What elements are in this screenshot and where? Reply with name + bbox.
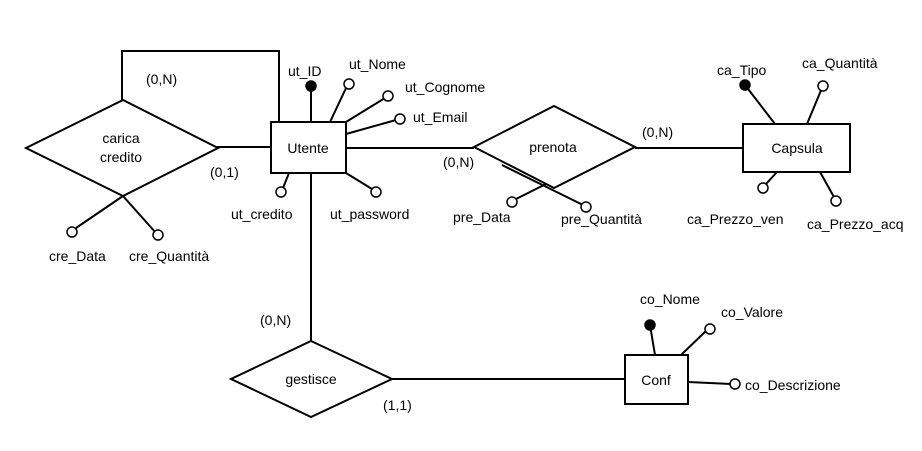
carica-credito-label-line1: carica xyxy=(102,130,140,146)
ut-password-marker xyxy=(370,186,382,198)
ca-tipo-key-marker xyxy=(739,79,751,91)
cardinality-prenota-capsula: (0,N) xyxy=(642,124,673,140)
pre-quantita-label: pre_Quantità xyxy=(561,211,642,227)
attribute-stalks xyxy=(75,84,835,385)
cardinality-carica-top: (0,N) xyxy=(146,71,177,87)
cre-data-stalk xyxy=(75,195,124,229)
cre-data-marker xyxy=(66,226,78,238)
ca-prezzo-ven-label: ca_Prezzo_ven xyxy=(687,211,784,227)
co-descrizione-label: co_Descrizione xyxy=(745,377,841,393)
cre-quantita-stalk xyxy=(122,195,157,234)
ca-quantita-stalk xyxy=(806,87,823,125)
prenota-label: prenota xyxy=(529,139,577,155)
ut-email-marker xyxy=(394,113,406,125)
co-descrizione-stalk xyxy=(687,381,732,385)
ut-nome-label: ut_Nome xyxy=(349,56,406,72)
cre-quantita-label: cre_Quantità xyxy=(129,248,209,264)
gestisce-label: gestisce xyxy=(285,371,337,387)
co-valore-stalk xyxy=(680,329,708,356)
ut-credito-label: ut_credito xyxy=(231,206,293,222)
ca-prezzo-acq-marker xyxy=(830,195,842,207)
entity-conf: Conf xyxy=(624,354,689,405)
ca-prezzo-acq-stalk xyxy=(819,171,835,198)
cardinality-labels: (0,N) (0,1) (0,N) (0,N) (0,N) (1,1) xyxy=(146,71,673,413)
ut-email-stalk xyxy=(345,119,397,135)
carica-credito-label-line2: credito xyxy=(100,149,142,165)
attribute-markers xyxy=(66,78,842,390)
co-valore-marker xyxy=(704,323,716,335)
utente-label: Utente xyxy=(287,140,328,156)
ca-quantita-marker xyxy=(817,80,829,92)
ca-prezzo-ven-marker xyxy=(757,182,769,194)
carica-credito-diamond xyxy=(23,98,221,198)
ut-nome-stalk xyxy=(329,85,348,123)
pre-data-label: pre_Data xyxy=(453,209,511,225)
ca-prezzo-acq-label: ca_Prezzo_acq xyxy=(807,216,904,232)
entity-capsula: Capsula xyxy=(742,123,851,173)
pre-quantita-stalk xyxy=(501,164,584,206)
ut-password-label: ut_password xyxy=(330,206,409,222)
ut-email-label: ut_Email xyxy=(413,109,467,125)
attribute-labels: ut_ID ut_Nome ut_Cognome ut_Email ut_cre… xyxy=(49,55,904,393)
ut-cognome-stalk xyxy=(345,97,386,123)
capsula-label: Capsula xyxy=(771,140,823,156)
ca-tipo-label: ca_Tipo xyxy=(717,62,767,78)
ut-nome-marker xyxy=(343,78,355,90)
cardinality-gestisce-utente: (0,N) xyxy=(260,312,291,328)
ut-cognome-marker xyxy=(382,90,394,102)
co-nome-key-marker xyxy=(644,319,656,331)
connectors xyxy=(121,50,743,380)
relationship-carica-credito: carica credito xyxy=(23,98,221,198)
pre-data-marker xyxy=(506,196,518,208)
pre-quantita-marker xyxy=(580,201,592,213)
co-nome-label: co_Nome xyxy=(640,291,700,307)
utente-box xyxy=(270,121,347,174)
relationship-prenota: prenota xyxy=(471,104,638,190)
co-valore-label: co_Valore xyxy=(721,304,783,320)
co-descrizione-marker xyxy=(729,378,741,390)
ut-credito-stalk xyxy=(282,172,290,189)
ut-id-key-marker xyxy=(305,80,317,92)
cardinality-prenota-utente: (0,N) xyxy=(443,154,474,170)
prenota-diamond xyxy=(471,104,638,190)
ca-quantita-label: ca_Quantità xyxy=(802,55,878,71)
entity-utente: Utente xyxy=(270,121,347,174)
capsula-box xyxy=(742,123,851,173)
ut-cognome-label: ut_Cognome xyxy=(405,79,485,95)
cre-data-label: cre_Data xyxy=(49,248,106,264)
ca-tipo-stalk xyxy=(744,84,776,125)
relationship-gestisce: gestisce xyxy=(228,339,395,419)
conf-box xyxy=(624,354,689,405)
ut-credito-marker xyxy=(275,186,287,198)
cardinality-carica-side: (0,1) xyxy=(210,164,239,180)
ut-id-label: ut_ID xyxy=(288,63,321,79)
ca-prezzo-ven-stalk xyxy=(765,171,778,185)
ut-password-stalk xyxy=(345,172,373,190)
gestisce-diamond xyxy=(228,339,395,419)
cre-quantita-marker xyxy=(152,229,164,241)
conf-label: Conf xyxy=(641,372,671,388)
carica-credito-loop-line xyxy=(121,50,280,122)
cardinality-gestisce-conf: (1,1) xyxy=(383,397,412,413)
